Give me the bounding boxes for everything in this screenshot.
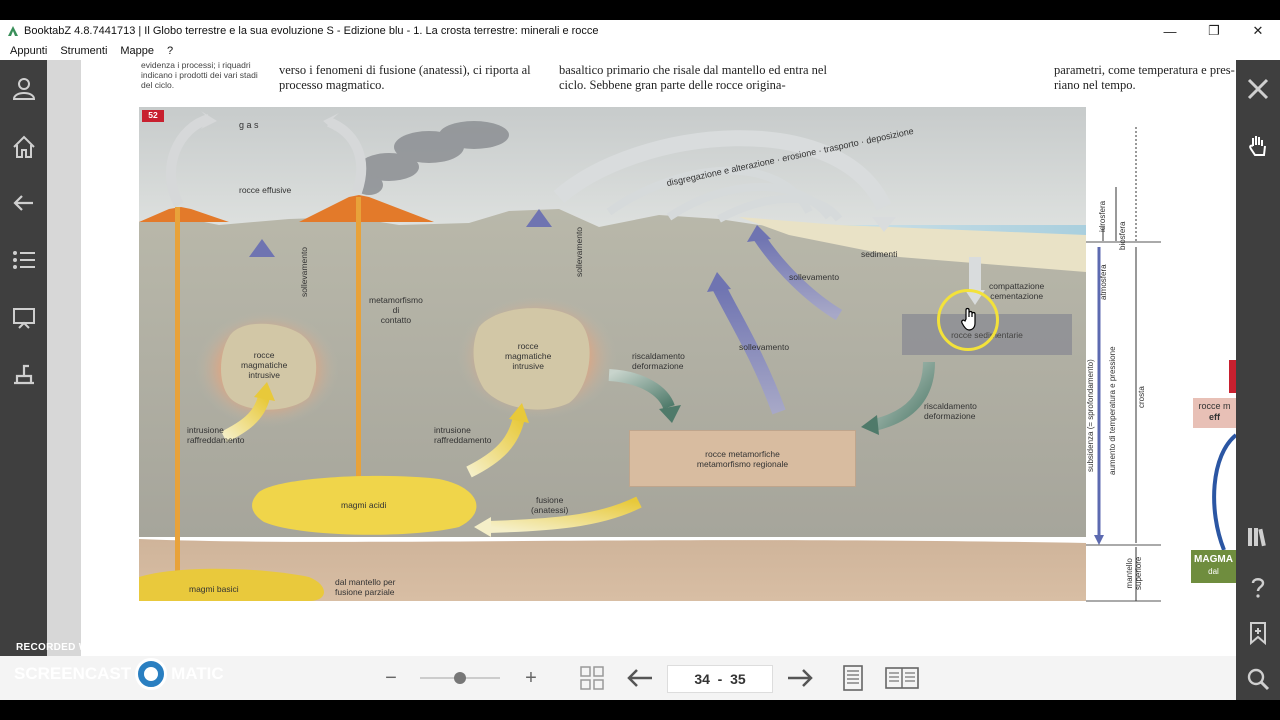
riscaldamento-label-2: riscaldamento deformazione: [924, 401, 977, 421]
next-page-rocce-box: rocce m eff: [1193, 398, 1236, 428]
bottom-toolbar: − + 34 - 35: [0, 656, 1236, 700]
sollevamento-label-4: sollevamento: [739, 342, 790, 352]
title-bar: BooktabZ 4.8.7441713 | Il Globo terrestr…: [0, 20, 1280, 42]
close-tools-icon[interactable]: [1243, 74, 1273, 104]
hand-cursor-icon: [961, 307, 976, 331]
sedimenti-label: sedimenti: [861, 249, 898, 259]
zoom-in-button[interactable]: +: [525, 666, 537, 689]
crosta-label: crosta: [1137, 386, 1146, 408]
next-page-arrow: [1212, 433, 1236, 551]
menu-strumenti[interactable]: Strumenti: [60, 45, 108, 57]
zoom-slider-thumb[interactable]: [454, 672, 466, 684]
compattazione-label: compattazione cementazione: [989, 281, 1045, 301]
rocce-intrusive-label-1: rocce magmatiche intrusive: [241, 350, 288, 380]
watermark-right-text: MATIC: [171, 664, 224, 683]
fusione-label: fusione (anatessi): [531, 495, 569, 515]
menu-mappe[interactable]: Mappe: [120, 45, 155, 57]
bookmark-icon[interactable]: [1243, 618, 1273, 648]
gas-label: g a s: [239, 120, 259, 130]
hand-icon[interactable]: [1243, 130, 1273, 160]
book-page: evidenza i processi; i riquadri indicano…: [81, 60, 1236, 656]
sollevamento-label-1: sollevamento: [299, 246, 310, 298]
window-title: BooktabZ 4.8.7441713 | Il Globo terrestr…: [24, 25, 599, 37]
next-page-rocce-label: rocce m: [1198, 401, 1231, 411]
right-sidebar: [1236, 60, 1280, 700]
menu-appunti[interactable]: Appunti: [10, 45, 48, 57]
back-arrow-icon[interactable]: [9, 188, 39, 218]
metamorfismo-contatto-label: metamorfismo di contatto: [369, 295, 423, 325]
next-page-arrow-icon[interactable]: [784, 656, 816, 700]
text-column-2: basaltico primario che risale dal mantel…: [559, 63, 827, 92]
watermark-recorded-with: RECORDED WITH: [16, 642, 106, 653]
double-page-view-icon[interactable]: [884, 656, 920, 700]
page-viewer[interactable]: evidenza i processi; i riquadri indicano…: [47, 60, 1236, 656]
cursor-highlight: [937, 289, 999, 351]
next-page-dal-label: dal: [1208, 567, 1219, 576]
magmi-basici-label: magmi basici: [189, 584, 239, 594]
aumento-pressione-label: aumento di temperatura e pressione: [1108, 346, 1117, 475]
menu-bar: Appunti Strumenti Mappe ?: [0, 42, 1280, 60]
riscaldamento-label-1: riscaldamento deformazione: [632, 351, 685, 371]
sollevamento-label-2: sollevamento: [574, 226, 585, 278]
atmosfera-label: atmosfera: [1099, 264, 1108, 300]
screen-border-top: [0, 0, 1280, 20]
list-icon[interactable]: [9, 245, 39, 275]
watermark-o-icon: [135, 658, 168, 690]
board-icon[interactable]: [9, 303, 39, 333]
next-page-red-tab: [1229, 360, 1236, 393]
screencast-o-matic-logo: SCREENCAST MATIC: [14, 658, 224, 690]
idrosfera-label: idrosfera: [1098, 200, 1107, 232]
watermark-left-text: SCREENCAST: [14, 664, 132, 683]
rocce-metamorfiche-box: rocce metamorfiche metamorfismo regional…: [629, 430, 856, 487]
help-icon[interactable]: [1243, 572, 1273, 602]
rocce-intrusive-label-2: rocce magmatiche intrusive: [505, 341, 552, 371]
restore-button[interactable]: ❐: [1208, 23, 1220, 38]
screen-border-bottom: [0, 700, 1280, 720]
grid-view-icon[interactable]: [578, 656, 606, 700]
zoom-slider-track: [420, 672, 500, 684]
text-column-1: verso i fenomeni di fusione (anatessi), …: [279, 63, 531, 92]
biosfera-label: biosfera: [1118, 221, 1127, 250]
figure-number: 52: [142, 110, 164, 122]
next-page-magma-box: MAGMA dal: [1191, 550, 1236, 583]
search-icon[interactable]: [1243, 664, 1273, 694]
magmi-acidi-label: magmi acidi: [341, 500, 387, 510]
app-logo-icon: [8, 26, 18, 36]
sollevamento-label-3: sollevamento: [789, 272, 840, 282]
close-button[interactable]: ✕: [1252, 23, 1264, 38]
left-sidebar: [0, 60, 47, 660]
menu-help[interactable]: ?: [167, 45, 174, 57]
minimize-button[interactable]: —: [1163, 23, 1177, 39]
library-icon[interactable]: [1243, 522, 1273, 552]
page-number-field[interactable]: 34 - 35: [667, 665, 773, 693]
mantello-superiore-label: mantello superiore: [1125, 556, 1143, 590]
next-page-magma-label: MAGMA: [1194, 554, 1233, 565]
rocce-effusive-label: rocce effusive: [239, 185, 292, 195]
next-page-eff-label: eff: [1209, 412, 1220, 422]
rock-cycle-diagram: 52 g a s rocce effusive disgregazione e …: [139, 107, 1086, 601]
intrusione-label-1: intrusione raffreddamento: [187, 425, 245, 445]
zoom-slider[interactable]: [420, 656, 500, 700]
previous-page-arrow-icon[interactable]: [624, 656, 656, 700]
home-icon[interactable]: [9, 132, 39, 162]
intrusione-label-2: intrusione raffreddamento: [434, 425, 492, 445]
zoom-out-button[interactable]: −: [385, 666, 397, 689]
layers-strip-lines: [1086, 127, 1161, 602]
text-column-3: parametri, come temperatura e pres- rian…: [1054, 63, 1235, 92]
user-icon[interactable]: [9, 73, 39, 103]
figure-caption: evidenza i processi; i riquadri indicano…: [141, 60, 258, 90]
subsidenza-label: subsidenza (= sprofondamento): [1086, 359, 1095, 472]
tools-icon[interactable]: [9, 358, 39, 388]
single-page-view-icon[interactable]: [840, 656, 866, 700]
dal-mantello-label: dal mantello per fusione parziale: [335, 577, 396, 597]
